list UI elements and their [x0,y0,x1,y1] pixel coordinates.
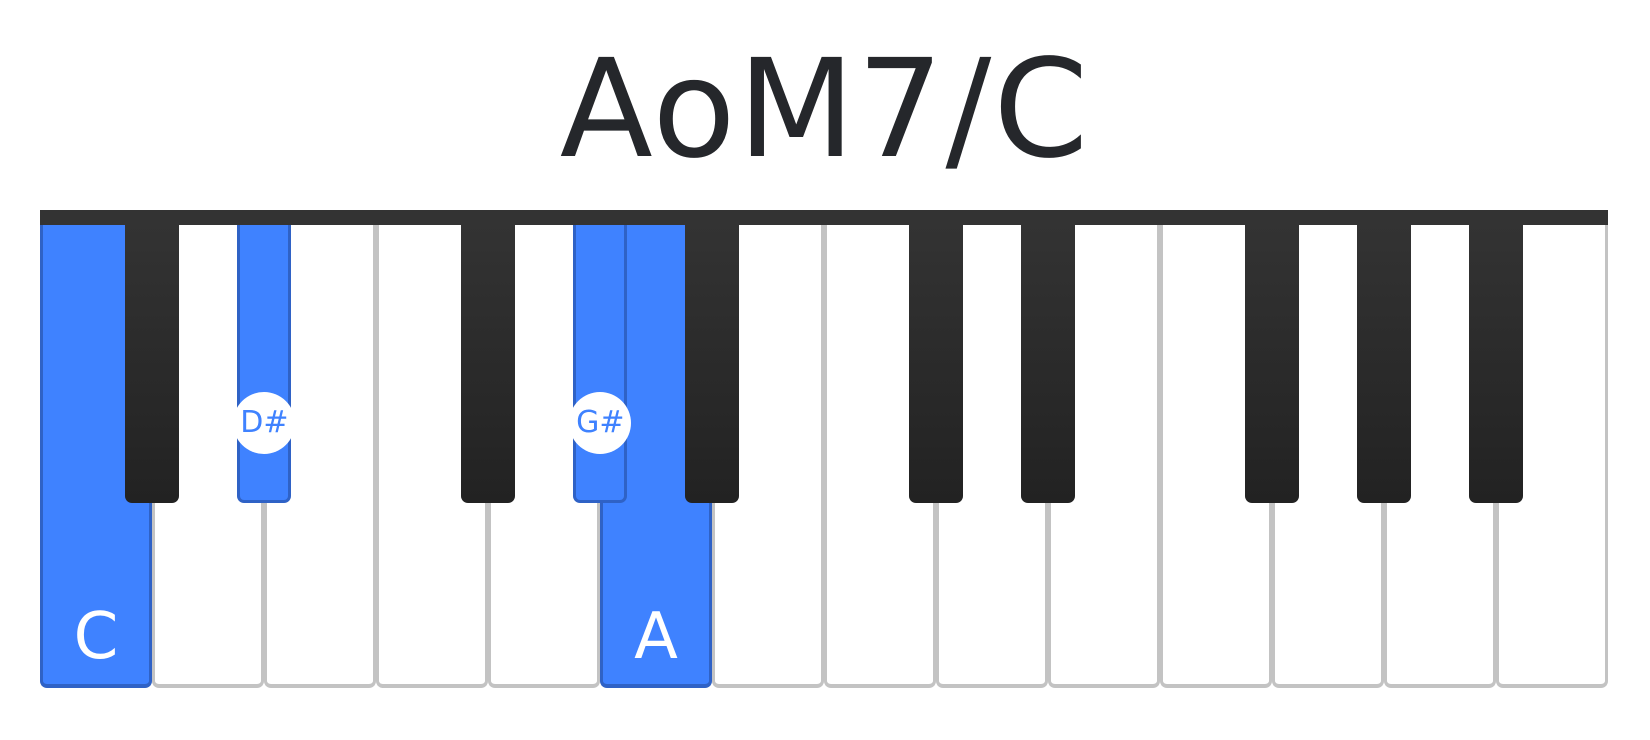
black-key-label: D# [233,392,296,454]
black-key-csharp[interactable] [125,225,180,503]
chord-title: AoM7/C [559,31,1091,189]
black-key-gsharp[interactable] [573,225,628,503]
black-key-gsharp[interactable] [1357,225,1412,503]
black-key-dsharp[interactable] [237,225,292,503]
black-key-fsharp[interactable] [461,225,516,503]
black-key-label: G# [569,392,632,454]
keyboard-top-bar [40,210,1608,225]
black-key-asharp[interactable] [1469,225,1524,503]
white-key-label: A [634,600,678,674]
black-key-dsharp[interactable] [1021,225,1076,503]
white-key-label: C [73,600,119,674]
black-key-fsharp[interactable] [1245,225,1300,503]
black-key-csharp[interactable] [909,225,964,503]
black-key-asharp[interactable] [685,225,740,503]
